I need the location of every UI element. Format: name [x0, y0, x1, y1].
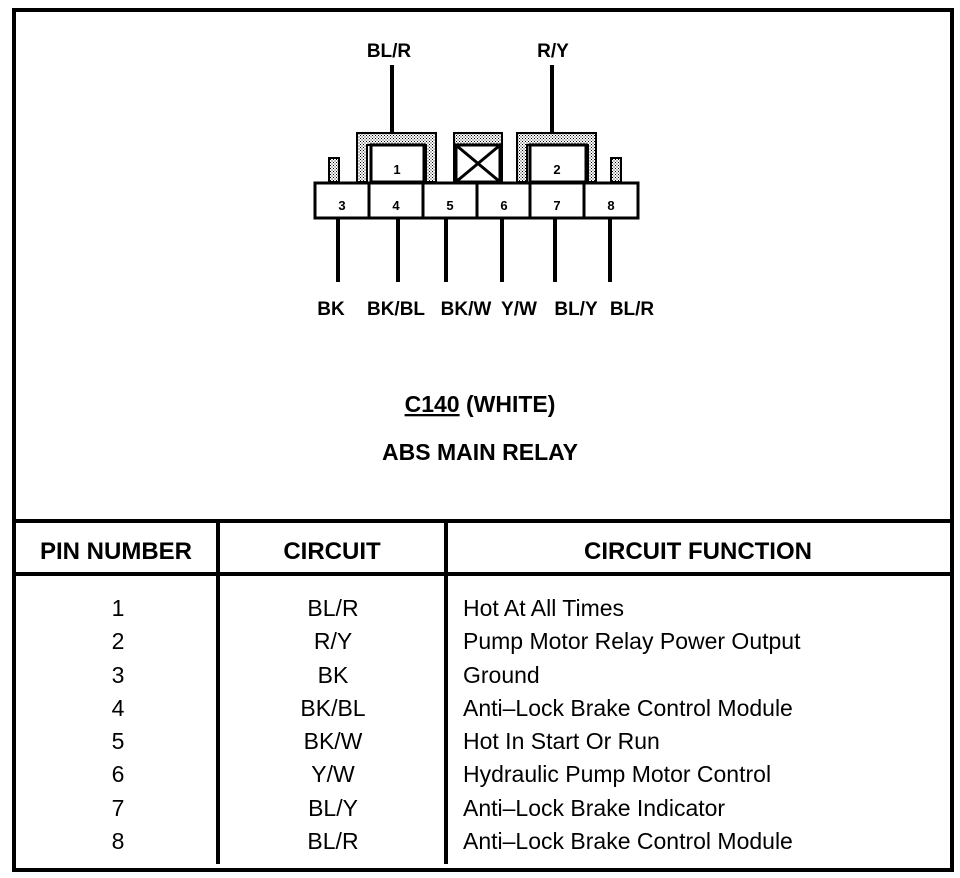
bottom-wire-label: Y/W — [501, 299, 537, 320]
table-cell-function: Anti–Lock Brake Control Module — [463, 828, 793, 855]
latch-right — [610, 157, 622, 183]
table-cell-function: Ground — [463, 661, 540, 688]
table-cell-pin: 4 — [111, 694, 125, 721]
bottom-wire-label: BL/R — [610, 299, 655, 320]
latch-left — [328, 157, 340, 183]
cavity-number-4: 4 — [392, 198, 400, 213]
bottom-wire-label: BK — [317, 299, 345, 320]
table-cell-pin: 3 — [111, 661, 125, 688]
bottom-wire-label: BK/BL — [367, 299, 425, 320]
table-top-rule — [12, 519, 954, 523]
connector-id: C140 — [405, 391, 460, 417]
table-cell-function: Hot At All Times — [463, 595, 625, 621]
table-cell-pin: 6 — [111, 761, 125, 788]
cavity-number-1: 1 — [393, 162, 400, 177]
table-cell-function: Anti–Lock Brake Indicator — [463, 794, 726, 821]
bottom-wire-label: BK/W — [441, 299, 492, 320]
function-column: Hot At All Times Pump Motor Relay Power … — [463, 592, 943, 858]
component-name: ABS MAIN RELAY — [382, 439, 578, 465]
table-cell-function: Hydraulic Pump Motor Control — [463, 761, 772, 788]
cavity-number-5: 5 — [446, 198, 453, 213]
header-circuit-function: CIRCUIT FUNCTION — [584, 538, 812, 565]
table-cell-function: Hot In Start Or Run — [463, 728, 660, 755]
pin-column: 1 2 3 4 5 6 7 8 — [20, 592, 216, 858]
connector-color: (WHITE) — [466, 391, 555, 417]
top-wire-label: BL/R — [367, 41, 412, 62]
table-cell-pin: 8 — [111, 828, 125, 855]
table-cell-circuit: BL/Y — [308, 794, 358, 821]
connector-title: C140 (WHITE) — [405, 391, 556, 417]
circuit-column: BL/R R/Y BK BK/BL BK/W Y/W BL/Y BL/R — [222, 592, 444, 858]
table-cell-pin: 2 — [111, 628, 125, 655]
cavity-number-2: 2 — [553, 162, 560, 177]
table-cell-function: Pump Motor Relay Power Output — [463, 628, 801, 655]
table-cell-circuit: BK/BL — [300, 694, 366, 721]
cavity-number-8: 8 — [607, 198, 614, 213]
cavity-2 — [528, 143, 588, 184]
connector-diagram: BL/R R/Y 1 2 3 4 5 6 7 8 BK BK/BL BK/W Y… — [313, 41, 655, 465]
table-cell-pin: 7 — [111, 794, 125, 821]
table-cell-pin: 5 — [111, 728, 125, 755]
table-header-rule — [12, 572, 954, 576]
table-cell-circuit: BL/R — [307, 828, 359, 855]
top-wire-label: R/Y — [537, 41, 569, 62]
header-pin-number: PIN NUMBER — [39, 538, 192, 565]
blocked-cavity-x — [456, 144, 500, 183]
cavity-number-6: 6 — [500, 198, 507, 213]
diagram-frame — [12, 8, 954, 872]
cavity-number-7: 7 — [553, 198, 560, 213]
table-cell-circuit: Y/W — [311, 761, 355, 788]
table-col-divider — [216, 521, 220, 864]
table-cell-circuit: BL/R — [307, 595, 359, 621]
table-col-divider — [444, 521, 448, 864]
bottom-wire-label: BL/Y — [554, 299, 598, 320]
table-cell-function: Anti–Lock Brake Control Module — [463, 694, 793, 721]
cavity-number-3: 3 — [338, 198, 345, 213]
header-circuit: CIRCUIT — [283, 538, 381, 565]
table-cell-circuit: BK — [317, 661, 349, 688]
table-cell-pin: 1 — [111, 595, 125, 621]
table-cell-circuit: BK/W — [303, 728, 363, 755]
table-cell-circuit: R/Y — [313, 628, 353, 655]
